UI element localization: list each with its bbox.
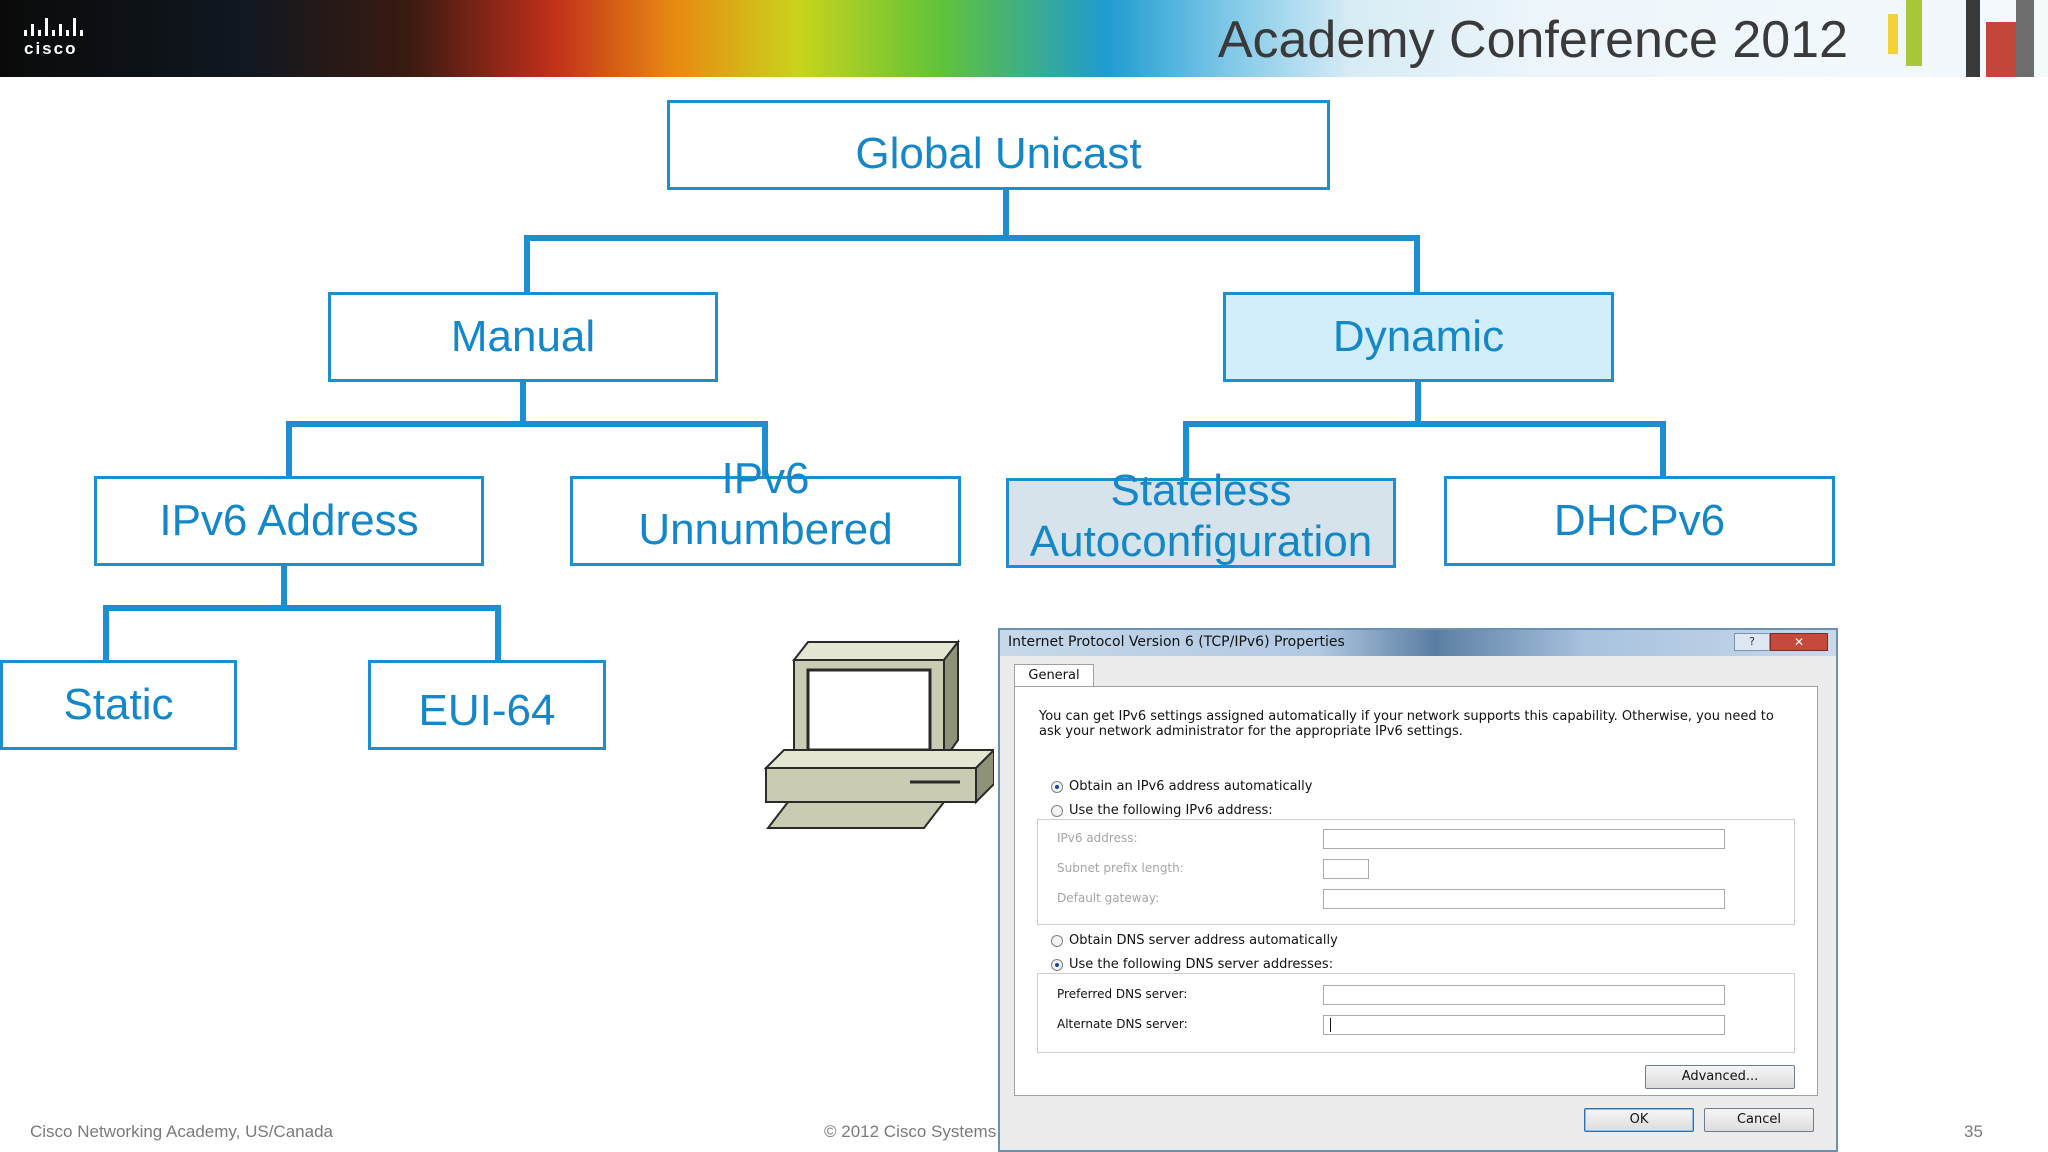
use-following-dns-label: Use the following DNS server addresses:	[1069, 957, 1334, 972]
footer-left: Cisco Networking Academy, US/Canada	[30, 1122, 333, 1141]
obtain-ipv6-auto-option[interactable]: Obtain an IPv6 address automatically	[1051, 779, 1312, 794]
ipv6-properties-dialog: Internet Protocol Version 6 (TCP/IPv6) P…	[998, 628, 1838, 1152]
connector-dynamic	[1183, 379, 1666, 481]
obtain-ipv6-auto-label: Obtain an IPv6 address automatically	[1069, 779, 1313, 794]
help-button[interactable]: ?	[1734, 633, 1770, 651]
brand-wordmark: cisco	[24, 39, 78, 58]
obtain-dns-auto-label: Obtain DNS server address automatically	[1069, 933, 1338, 948]
default-gateway-input[interactable]	[1323, 889, 1725, 909]
preferred-dns-label: Preferred DNS server:	[1057, 987, 1188, 1001]
footer-copyright: © 2012 Cisco Systems	[824, 1122, 997, 1141]
connector-manual	[286, 379, 768, 479]
radio-selected-icon[interactable]	[1051, 958, 1063, 971]
stateless-autoconfiguration-box: Stateless Autoconfiguration	[1006, 466, 1396, 568]
stateless-line2: Autoconfiguration	[1029, 517, 1373, 566]
use-following-dns-option[interactable]: Use the following DNS server addresses:	[1051, 957, 1333, 972]
ipv6-address-label: IPv6 Address	[159, 495, 419, 545]
dhcpv6-box: DHCPv6	[1444, 476, 1835, 566]
obtain-dns-auto-option[interactable]: Obtain DNS server address automatically	[1051, 933, 1338, 948]
deco-bar-red	[1986, 22, 2016, 77]
dialog-title: Internet Protocol Version 6 (TCP/IPv6) P…	[1008, 634, 1345, 650]
cisco-bars-icon	[24, 16, 98, 36]
ipv6-unnumbered-line2: Unnumbered	[638, 505, 893, 554]
connector-root	[524, 187, 1420, 295]
static-label: Static	[63, 679, 174, 729]
dialog-description: You can get IPv6 settings assigned autom…	[1039, 709, 1774, 739]
dns-server-group	[1037, 973, 1795, 1053]
preferred-dns-input[interactable]	[1323, 985, 1725, 1005]
alternate-dns-input[interactable]	[1323, 1015, 1725, 1035]
use-following-ipv6-option[interactable]: Use the following IPv6 address:	[1051, 803, 1273, 818]
stateless-line1: Stateless	[1110, 466, 1292, 516]
alternate-dns-label: Alternate DNS server:	[1057, 1017, 1188, 1031]
advanced-button[interactable]: Advanced...	[1645, 1065, 1795, 1089]
ok-button[interactable]: OK	[1584, 1108, 1694, 1132]
cancel-button[interactable]: Cancel	[1704, 1108, 1814, 1132]
radio-selected-icon[interactable]	[1051, 780, 1063, 793]
deco-bar-dark	[1966, 0, 1980, 77]
connector-ipv6-address	[103, 565, 501, 663]
cisco-logo: cisco	[24, 16, 98, 60]
global-unicast-box: Global Unicast	[667, 100, 1330, 190]
ipv6-unnumbered-line1: IPv6	[721, 454, 810, 504]
radio-unselected-icon[interactable]	[1051, 804, 1063, 817]
deco-bar-green	[1906, 0, 1922, 66]
global-unicast-label: Global Unicast	[855, 128, 1142, 178]
use-following-ipv6-label: Use the following IPv6 address:	[1069, 803, 1273, 818]
radio-unselected-icon[interactable]	[1051, 934, 1063, 947]
text-cursor-icon	[1330, 1018, 1331, 1032]
computer-icon	[764, 639, 994, 829]
header-banner: cisco Academy Conference 2012	[0, 0, 2048, 77]
subnet-prefix-label: Subnet prefix length:	[1057, 861, 1184, 875]
ipv6-address-box: IPv6 Address	[94, 476, 484, 566]
static-box: Static	[0, 660, 237, 750]
manual-label: Manual	[450, 311, 596, 361]
dynamic-box: Dynamic	[1223, 292, 1614, 382]
page-number: 35	[1964, 1122, 1983, 1141]
deco-bar-gray	[2016, 0, 2034, 77]
general-panel: You can get IPv6 settings assigned autom…	[1014, 686, 1818, 1096]
subnet-prefix-input[interactable]	[1323, 859, 1369, 879]
ipv6-address-group	[1037, 819, 1795, 925]
eui64-box: EUI-64	[368, 660, 606, 750]
default-gateway-label: Default gateway:	[1057, 891, 1160, 905]
manual-box: Manual	[328, 292, 718, 382]
eui64-label: EUI-64	[418, 685, 556, 735]
dhcpv6-label: DHCPv6	[1553, 495, 1726, 545]
dynamic-label: Dynamic	[1332, 311, 1505, 361]
dialog-titlebar: Internet Protocol Version 6 (TCP/IPv6) P…	[1000, 630, 1836, 656]
close-button[interactable]: ✕	[1770, 633, 1828, 651]
ipv6-address-input[interactable]	[1323, 829, 1725, 849]
tab-general[interactable]: General	[1014, 664, 1094, 687]
deco-bar-yellow	[1888, 14, 1898, 54]
ipv6-address-field-label: IPv6 address:	[1057, 831, 1138, 845]
conference-title: Academy Conference 2012	[1217, 11, 1848, 69]
ipv6-unnumbered-box: IPv6 Unnumbered	[570, 454, 961, 566]
